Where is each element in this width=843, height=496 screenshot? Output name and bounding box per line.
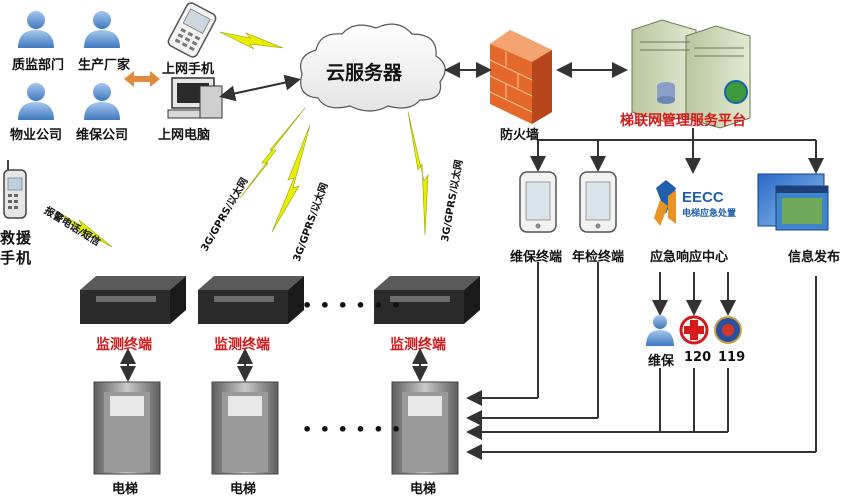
label-zhijian: 质监部门 bbox=[12, 58, 65, 73]
cloud-label: 云服务器 bbox=[326, 62, 403, 84]
lightning-bolts bbox=[57, 31, 429, 248]
terminal-label-1: 监测终端 bbox=[96, 337, 152, 353]
user-icon-maintenance bbox=[84, 83, 120, 120]
eecc-logo-icon: EECC 电梯应急处置 bbox=[654, 180, 736, 226]
elevator-label-2: 电梯 bbox=[230, 482, 257, 496]
eecc-center-label: 应急响应中心 bbox=[650, 250, 729, 265]
platform-label: 梯联网管理服务平台 bbox=[620, 113, 746, 129]
dots-row-1: • • • • • • bbox=[302, 296, 403, 315]
terminal-maintenance-label: 维保终端 bbox=[510, 250, 563, 265]
elevator-icon-3 bbox=[391, 381, 459, 475]
maintenance-worker-icon bbox=[646, 315, 674, 346]
elevator-icon-2 bbox=[211, 381, 279, 475]
server-icon bbox=[631, 19, 751, 129]
computer-icon bbox=[167, 77, 223, 119]
dots-row-2: • • • • • • bbox=[302, 420, 403, 439]
monitor-terminal-3 bbox=[374, 276, 480, 324]
firewall-label: 防火墙 bbox=[500, 128, 540, 143]
terminal-label-2: 监测终端 bbox=[214, 337, 270, 353]
tablet-icon-inspection bbox=[579, 171, 617, 233]
user-icon-zhijian bbox=[18, 11, 54, 48]
firewall-icon bbox=[489, 30, 552, 124]
label-factory: 生产厂家 bbox=[78, 58, 131, 73]
responder-119-label: 119 bbox=[718, 350, 746, 365]
responder-maintenance-label: 维保 bbox=[648, 354, 675, 369]
medical-cross-icon bbox=[679, 315, 709, 345]
label-computer: 上网电脑 bbox=[158, 128, 211, 143]
user-icon-factory bbox=[84, 11, 120, 48]
rescue-phone-icon bbox=[3, 160, 27, 219]
terminal-label-3: 监测终端 bbox=[390, 337, 446, 353]
user-icon-property bbox=[18, 83, 54, 120]
elevator-label-3: 电梯 bbox=[410, 482, 437, 496]
responder-120-label: 120 bbox=[684, 350, 712, 365]
rescue-phone-label: 救援手机 bbox=[0, 229, 33, 267]
elevator-icon-1 bbox=[93, 381, 161, 475]
mobile-phone-icon bbox=[167, 2, 217, 58]
svg-text:电梯应急处置: 电梯应急处置 bbox=[682, 207, 736, 219]
label-mobile: 上网手机 bbox=[162, 62, 215, 77]
monitor-terminal-2 bbox=[198, 276, 304, 324]
info-publish-label: 信息发布 bbox=[788, 250, 841, 265]
label-maintenance-co: 维保公司 bbox=[76, 128, 129, 143]
elevator-label-1: 电梯 bbox=[112, 482, 139, 496]
info-screen-icon bbox=[757, 173, 829, 231]
orange-double-arrow bbox=[124, 71, 160, 87]
monitor-terminal-1 bbox=[80, 276, 186, 324]
label-property: 物业公司 bbox=[10, 128, 63, 143]
fire-badge-icon bbox=[714, 316, 742, 344]
terminal-inspection-label: 年检终端 bbox=[572, 250, 625, 265]
svg-text:EECC: EECC bbox=[682, 189, 724, 206]
tablet-icon-maintenance bbox=[519, 171, 557, 233]
